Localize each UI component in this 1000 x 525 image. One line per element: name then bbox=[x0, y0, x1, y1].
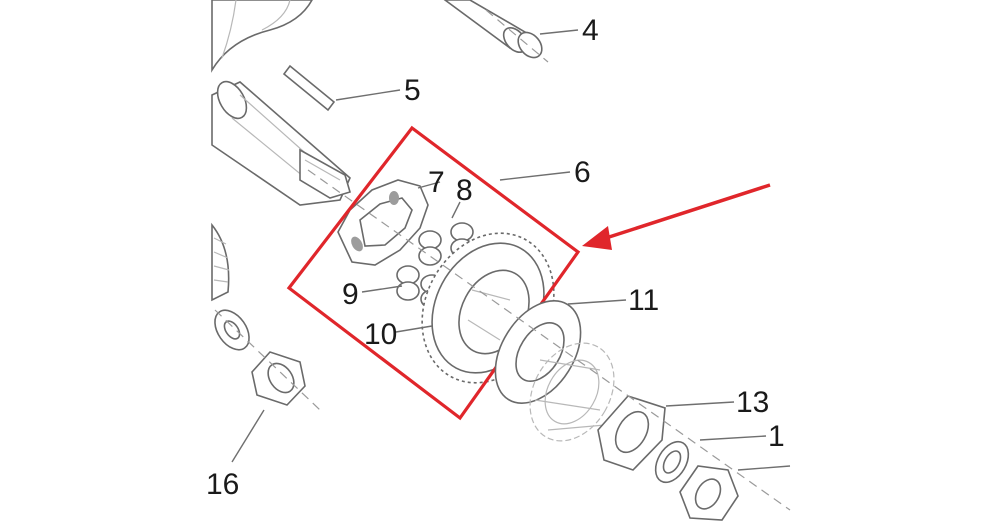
callout-4: 4 bbox=[582, 14, 599, 47]
thrust-washer-part-11 bbox=[494, 300, 582, 404]
upper-axis-line bbox=[485, 9, 549, 63]
highlight-box bbox=[286, 125, 581, 421]
leader-lines bbox=[231, 29, 791, 471]
callout-10: 10 bbox=[364, 318, 397, 351]
washer-part-1 bbox=[654, 440, 690, 484]
nut-lower-right bbox=[679, 465, 739, 521]
upper-shaft bbox=[443, 0, 528, 53]
pinion-gear bbox=[529, 342, 615, 442]
callout-11: 11 bbox=[628, 284, 659, 317]
callout-1: 1 bbox=[768, 420, 785, 453]
pointer-arrow bbox=[582, 183, 771, 250]
callout-5: 5 bbox=[404, 74, 421, 107]
key-pin-part-5 bbox=[282, 64, 336, 112]
callout-6: 6 bbox=[574, 156, 591, 189]
center-axis-line bbox=[307, 169, 791, 511]
callout-8: 8 bbox=[456, 174, 473, 207]
bushing-part-13 bbox=[597, 395, 666, 471]
crank-housing bbox=[211, 0, 313, 73]
callout-9: 9 bbox=[342, 278, 359, 311]
left-gear-partial bbox=[211, 222, 230, 302]
main-shaft bbox=[211, 80, 351, 206]
callout-16: 16 bbox=[206, 468, 239, 501]
left-axis-line bbox=[214, 309, 321, 411]
callout-7: 7 bbox=[428, 166, 445, 199]
left-nut-part-16 bbox=[251, 351, 306, 406]
left-washer bbox=[214, 309, 250, 351]
gear-hub-part-7 bbox=[337, 179, 429, 266]
ring-gear-part-10 bbox=[421, 232, 555, 384]
callout-13: 13 bbox=[736, 386, 769, 419]
callout-labels: 4 5 6 7 8 9 10 11 13 1 16 bbox=[206, 14, 785, 501]
